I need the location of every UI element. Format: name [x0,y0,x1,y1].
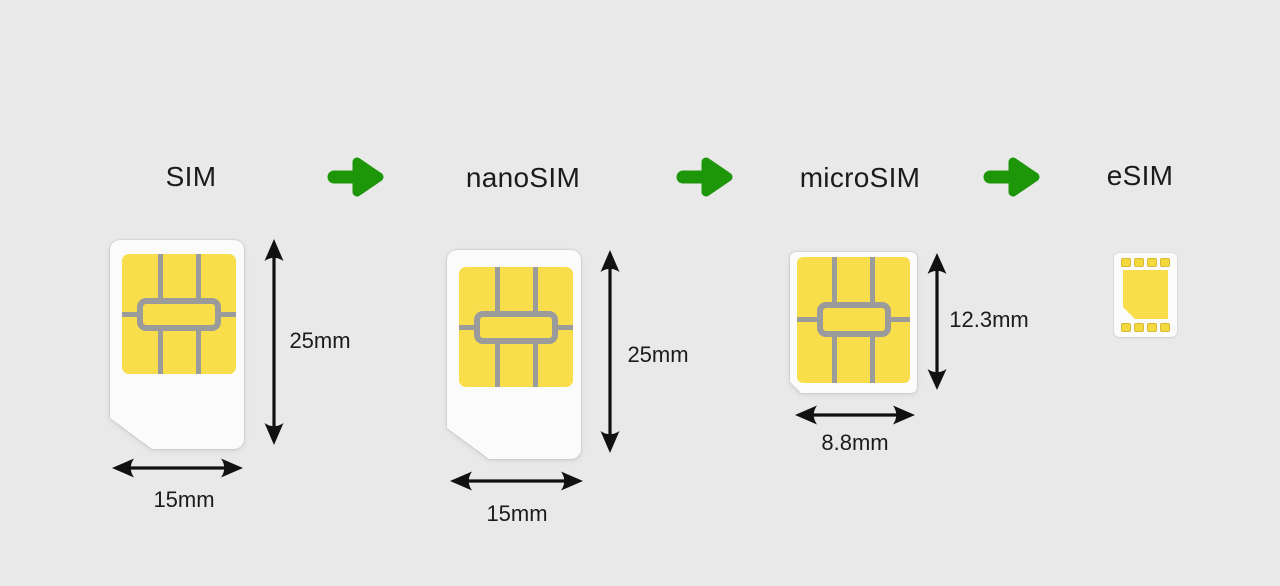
nanosim-card-body [447,250,581,459]
flow-right-arrow-icon [676,157,733,197]
nanosim-card [447,250,581,459]
width-dimension-arrow-microsim [795,405,915,425]
stage-label-nanosim: nanoSIM [465,162,581,193]
esim-pad [1121,323,1131,332]
esim-core-pad [1123,270,1168,319]
chip-center-pad [137,298,221,331]
microsim-card-body [790,252,917,393]
height-label-nanosim: 25mm [627,342,689,367]
esim-chip [1114,253,1177,337]
height-dimension-arrow-sim [264,239,284,445]
stage-label-microsim: microSIM [799,162,921,193]
sim-card [110,240,244,449]
esim-pad [1134,258,1144,267]
width-label-nanosim: 15mm [486,501,548,526]
width-label-microsim: 8.8mm [821,430,889,455]
esim-pad [1147,323,1157,332]
chip-center-pad [474,311,558,344]
nanosim-chip-contacts [459,267,573,387]
stage-label-esim: eSIM [1106,160,1174,191]
flow-right-arrow-icon [327,157,384,197]
height-label-sim: 25mm [289,328,351,353]
height-dimension-arrow-microsim [927,253,947,390]
flow-right-arrow-icon [983,157,1040,197]
width-dimension-arrow-nanosim [450,471,583,491]
height-dimension-arrow-nanosim [600,250,620,453]
esim-pad [1160,323,1170,332]
stage-label-sim: SIM [165,161,217,192]
esim-pad [1160,258,1170,267]
height-label-microsim: 12.3mm [949,307,1029,332]
sim-card-body [110,240,244,449]
width-dimension-arrow-sim [112,458,243,478]
esim-pad [1121,258,1131,267]
esim-pad [1147,258,1157,267]
microsim-card [790,252,917,393]
microsim-chip-contacts [797,257,910,383]
width-label-sim: 15mm [153,487,215,512]
chip-center-pad [817,302,891,337]
sim-chip-contacts [122,254,236,374]
esim-pad [1134,323,1144,332]
